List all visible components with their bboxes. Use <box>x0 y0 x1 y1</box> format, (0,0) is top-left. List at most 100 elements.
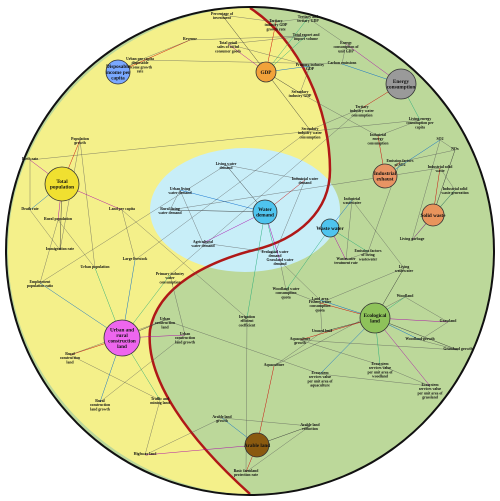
hub-circle <box>44 166 80 202</box>
causal-link <box>265 71 311 131</box>
variable-label: Revenue <box>183 37 197 41</box>
variable-label: Grassland growth <box>443 347 473 351</box>
hub-circle <box>244 432 270 458</box>
causal-link <box>299 92 379 137</box>
variable-label: Woodland <box>397 294 415 298</box>
causal-link <box>341 43 347 65</box>
causal-link <box>139 39 191 61</box>
causal-link <box>404 296 449 323</box>
causal-link <box>144 444 258 456</box>
variable-label: Death rate <box>21 207 38 211</box>
hub-circle <box>255 61 277 83</box>
causal-link <box>309 107 363 131</box>
causal-link <box>169 274 186 336</box>
hub-circle <box>385 68 417 100</box>
hub-circle <box>105 59 131 85</box>
variable-label: Carbon emissions <box>328 61 357 65</box>
causal-link <box>169 189 181 211</box>
causal-link <box>139 59 343 65</box>
causal-link <box>99 334 186 403</box>
causal-link <box>419 339 459 351</box>
hub-circle <box>421 203 445 227</box>
hub-label: Arable land <box>244 443 270 449</box>
causal-link <box>275 17 309 23</box>
causal-link <box>379 364 431 387</box>
causal-link <box>439 139 456 151</box>
causal-link <box>299 65 311 94</box>
causal-link <box>377 119 421 137</box>
causal-link <box>179 189 266 213</box>
causal-link <box>299 339 381 366</box>
causal-link <box>399 149 456 163</box>
causal-link <box>274 179 306 254</box>
variable-label: Grassland <box>440 319 458 323</box>
water-subsystem-region <box>150 148 340 272</box>
variable-label: Immigration rate <box>46 247 74 251</box>
variable-label: SO2 <box>437 137 444 141</box>
causal-link <box>265 17 309 73</box>
causal-link <box>319 267 405 304</box>
causal-link <box>57 219 96 269</box>
causal-link <box>121 209 248 319</box>
hub-gdp: GDP <box>255 61 277 83</box>
causal-link <box>285 227 331 291</box>
variable-label: NOx <box>451 147 459 151</box>
causal-link <box>29 119 421 161</box>
causal-link <box>439 167 456 191</box>
causal-link <box>432 149 456 216</box>
variable-label: Highway land <box>134 452 158 456</box>
causal-link <box>79 139 96 269</box>
causal-link <box>221 14 277 23</box>
causal-link <box>307 17 347 45</box>
variable-label: Living garbage <box>400 237 425 241</box>
variable-label: Land area <box>312 297 329 301</box>
causal-link <box>279 260 321 301</box>
causal-link <box>273 331 323 367</box>
causal-link <box>144 417 223 456</box>
causal-link <box>134 129 311 261</box>
causal-link <box>285 289 321 304</box>
hub-circle <box>103 319 141 357</box>
causal-link <box>179 189 204 244</box>
variable-label: Urban population <box>80 265 110 269</box>
hub-label: Waste water <box>316 226 344 232</box>
hub-label: GDP <box>261 70 273 76</box>
variable-label: Large livestock <box>123 257 149 261</box>
